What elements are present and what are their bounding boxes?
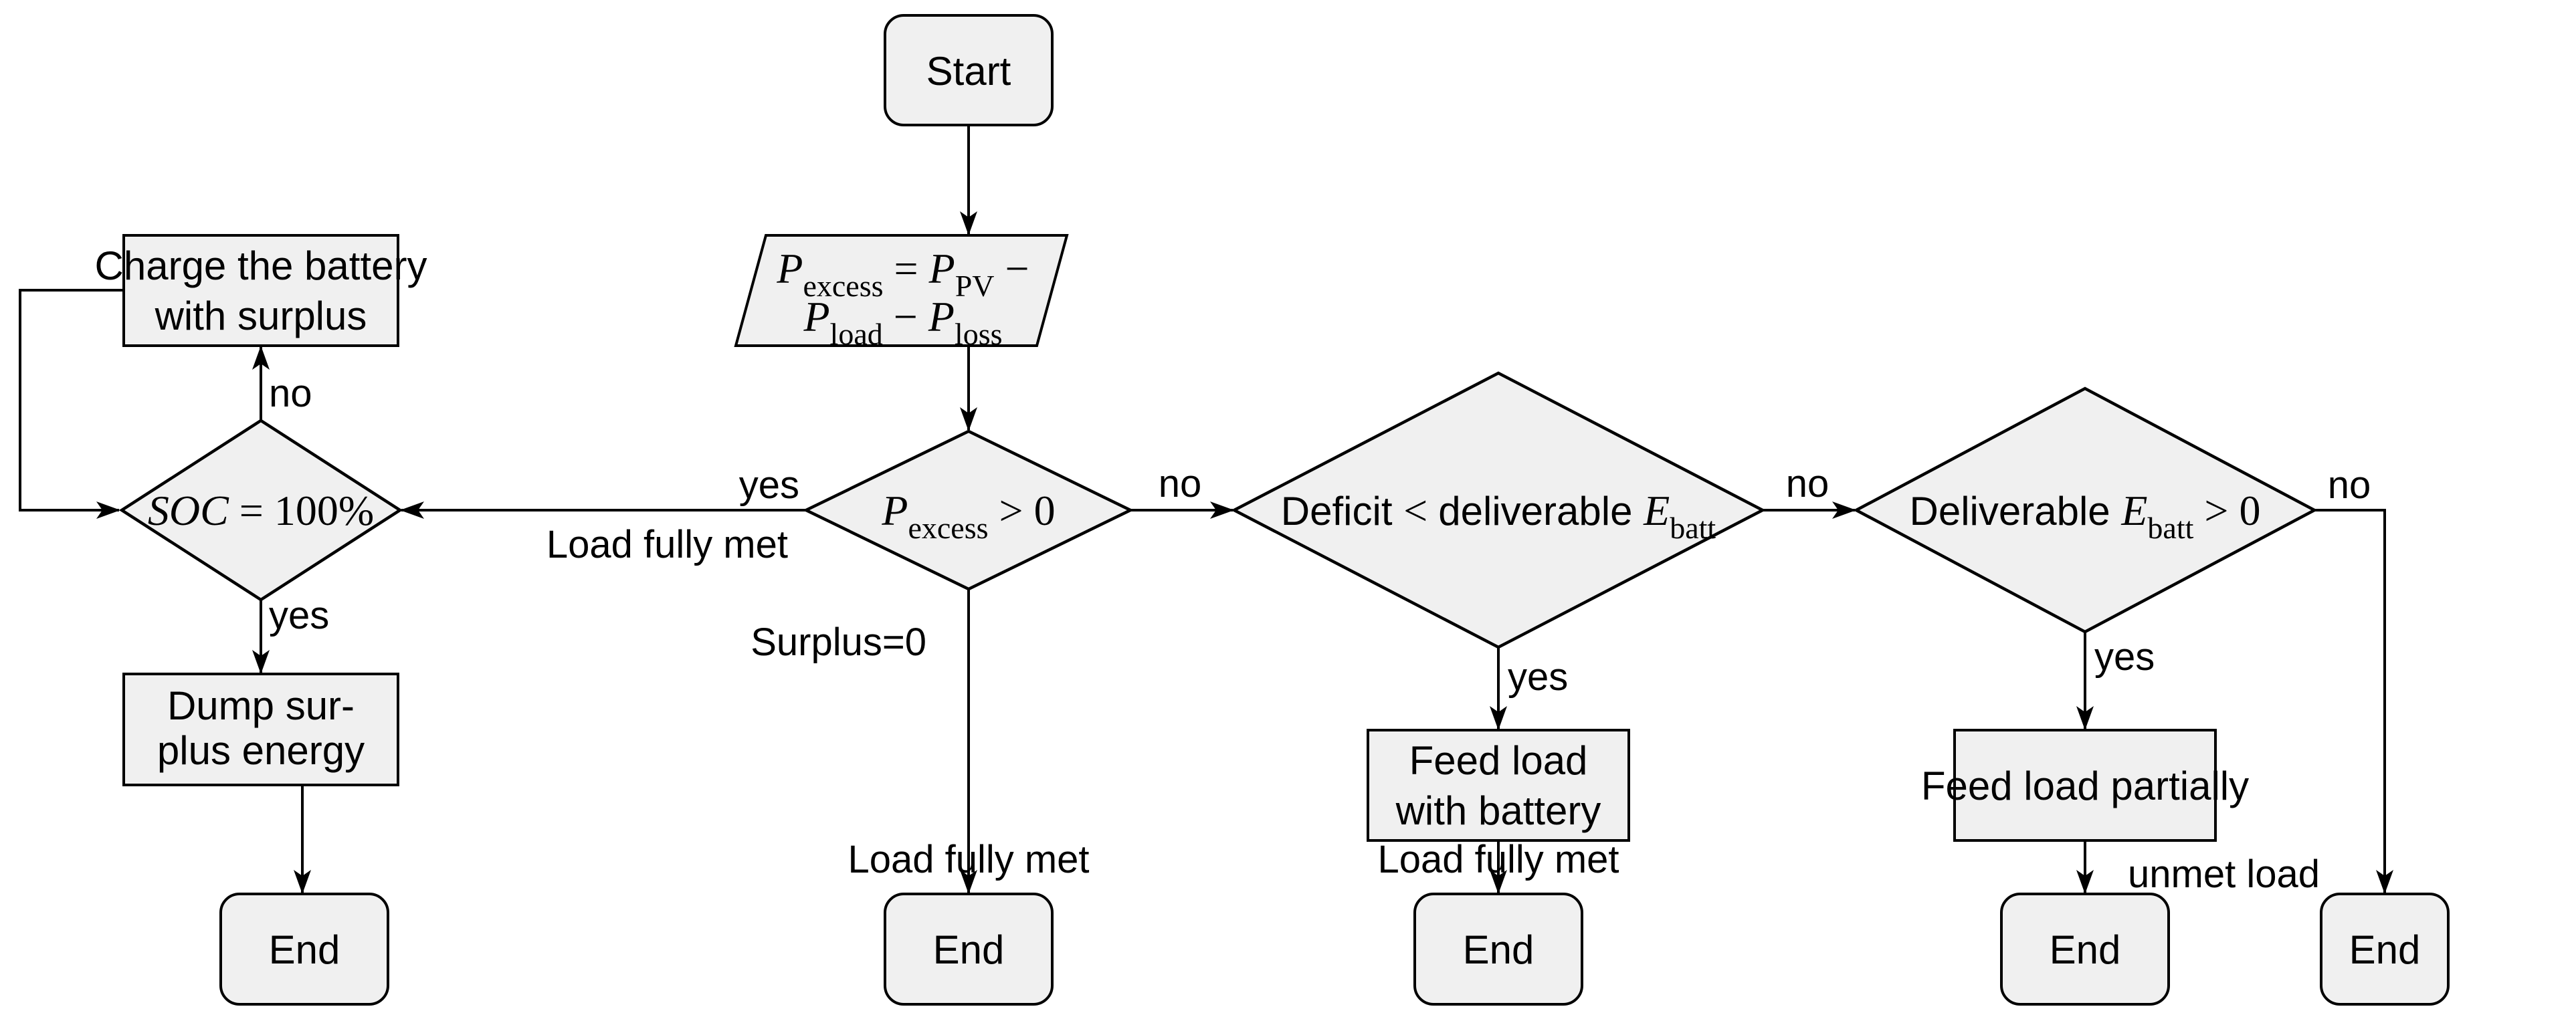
- node-end-soc-label: End: [269, 927, 340, 972]
- node-compute-excess-line2: Pload − Ploss: [803, 293, 1002, 351]
- label-yes-excess: yes: [739, 463, 799, 507]
- node-end-surplus-label: End: [933, 927, 1005, 972]
- node-end-unmet: [2320, 893, 2450, 1006]
- node-soc-check-diamond: [118, 419, 403, 602]
- node-feed-battery: [1367, 729, 1630, 842]
- node-end-battery-label: End: [1463, 927, 1534, 972]
- node-start-label: Start: [926, 49, 1011, 94]
- node-excess-check-diamond: [802, 429, 1134, 591]
- node-feed-battery-line1: Feed load: [1409, 738, 1588, 783]
- node-deliverable-check-diamond: [1853, 386, 2318, 634]
- node-dump-surplus-line1: Dump sur-: [167, 683, 355, 728]
- label-yes-deliverable: yes: [2094, 635, 2155, 679]
- node-start: [884, 14, 1054, 126]
- label-surplus-zero: Surplus=0: [751, 620, 926, 664]
- node-feed-battery-line2: with battery: [1395, 788, 1601, 833]
- node-end-partial: [2000, 893, 2170, 1006]
- label-load-fully-met-center: Load fully met: [848, 838, 1089, 881]
- node-charge-battery-line2: with surplus: [155, 294, 367, 338]
- node-deficit-check-diamond: [1231, 371, 1766, 649]
- label-no-deficit: no: [1786, 462, 1829, 505]
- node-end-partial-label: End: [2050, 927, 2121, 972]
- node-end-battery: [1413, 893, 1583, 1006]
- node-charge-battery-line1: Charge the battery: [95, 243, 427, 288]
- node-dump-surplus-line2: plus energy: [157, 728, 365, 773]
- label-yes-soc: yes: [269, 594, 329, 637]
- edge-deliverable-no-to-end: [2314, 509, 2393, 894]
- node-excess-check-label: Pexcess > 0: [881, 487, 1055, 545]
- node-soc-check-label: SOC = 100%: [148, 487, 374, 534]
- node-compute-excess-line1: Pexcess = PPV −: [776, 245, 1029, 303]
- label-load-fully-met-left: Load fully met: [547, 523, 788, 566]
- label-no-soc: no: [269, 372, 312, 415]
- edge-charge-loop-to-soc: [19, 289, 124, 519]
- node-feed-partial: [1953, 729, 2217, 842]
- node-dump-surplus: [122, 673, 399, 786]
- label-load-fully-met-battery: Load fully met: [1377, 838, 1619, 881]
- label-no-deliverable: no: [2328, 463, 2371, 507]
- node-compute-excess-parallelogram: [734, 234, 1069, 347]
- node-charge-battery: [122, 234, 399, 347]
- node-end-unmet-label: End: [2349, 927, 2421, 972]
- label-no-excess: no: [1159, 462, 1202, 505]
- node-end-soc: [219, 893, 389, 1006]
- node-deliverable-check-label: Deliverable Ebatt > 0: [1910, 487, 2261, 545]
- label-unmet-load: unmet load: [2128, 852, 2320, 896]
- label-yes-deficit: yes: [1508, 655, 1568, 699]
- node-feed-partial-label: Feed load partially: [1921, 764, 2249, 808]
- node-deficit-check-label: Deficit < deliverable Ebatt: [1281, 487, 1716, 545]
- node-end-surplus: [884, 893, 1054, 1006]
